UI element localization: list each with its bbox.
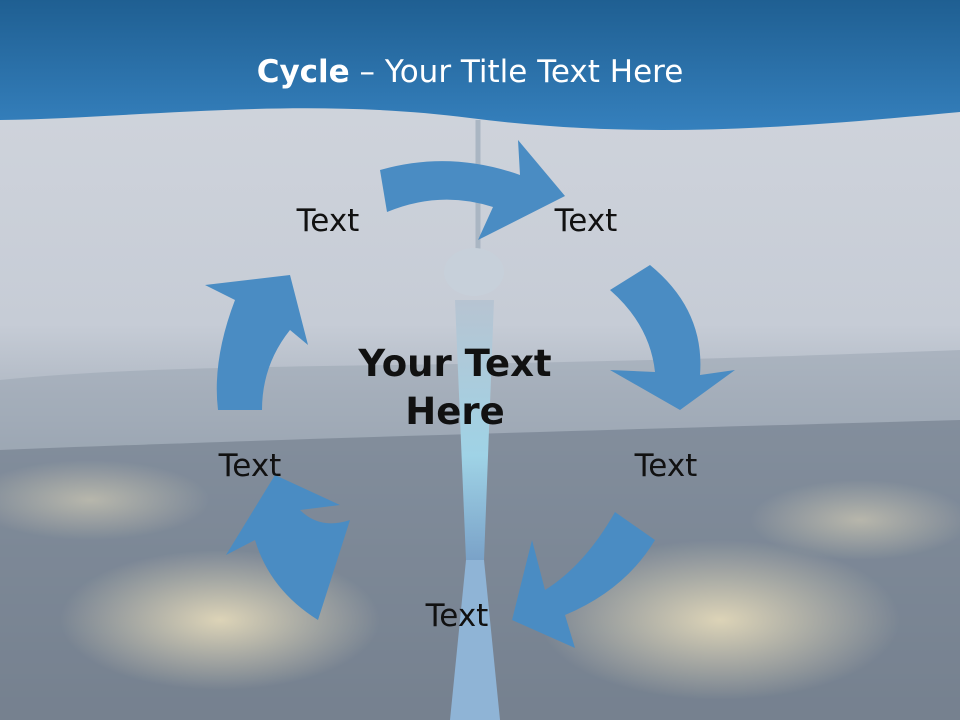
- cycle-step-label: Text: [425, 598, 489, 634]
- center-text: Your Text Here: [330, 340, 580, 436]
- cycle-step-label: Text: [218, 448, 282, 484]
- title-rest: – Your Title Text Here: [349, 54, 684, 90]
- center-text-line-1: Your Text: [358, 342, 552, 385]
- center-text-line-2: Here: [405, 390, 505, 433]
- cycle-step-label: Text: [554, 203, 618, 239]
- title-bold: Cycle: [256, 54, 350, 90]
- cycle-step-label: Text: [634, 448, 698, 484]
- slide-title: Cycle – Your Title Text Here: [0, 54, 940, 90]
- cycle-step-label: Text: [296, 203, 360, 239]
